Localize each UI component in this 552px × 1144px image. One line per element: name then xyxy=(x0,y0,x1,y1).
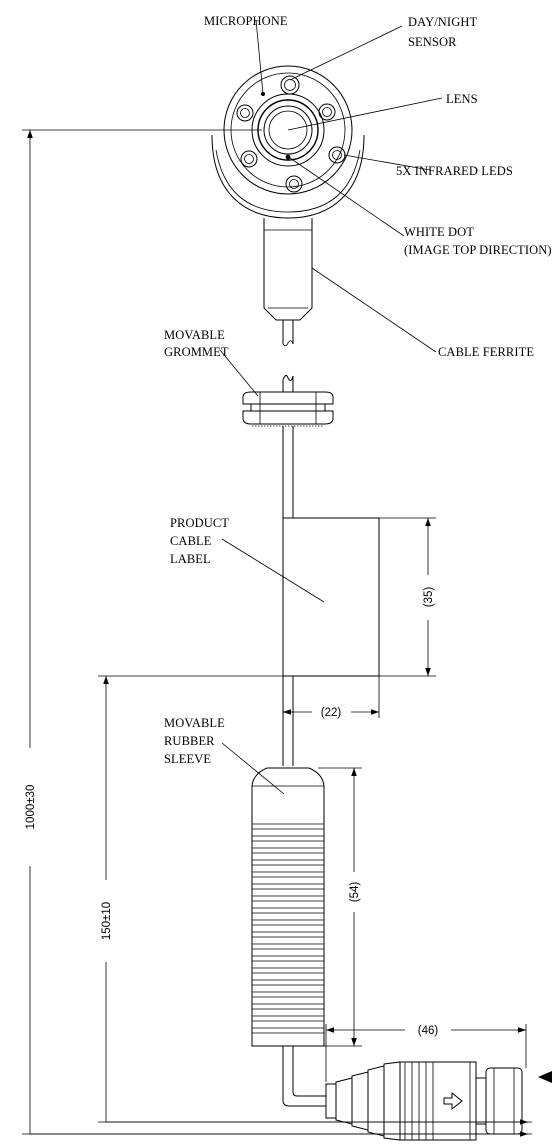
camera-head xyxy=(211,65,365,347)
white-dot-marker xyxy=(285,154,291,160)
lens xyxy=(268,110,308,150)
product-cable-label-text: PRODUCT xyxy=(170,516,229,530)
sleeve-length-dimension: (54) xyxy=(349,882,361,903)
total-length-dimension: 1000±30 xyxy=(25,785,37,830)
movable-rubber-sleeve-label-line2: RUBBER xyxy=(164,734,215,748)
product-cable-label-text-line2: CABLE xyxy=(170,534,212,548)
cable xyxy=(282,426,294,766)
leader-lines xyxy=(219,19,443,795)
rubber-sleeve xyxy=(251,767,325,1047)
infrared-led-group xyxy=(236,103,346,193)
lens-label: LENS xyxy=(446,92,478,106)
cable-ferrite xyxy=(263,218,313,321)
callout-labels: MICROPHONE DAY/NIGHT SENSOR LENS 5X INFR… xyxy=(164,14,552,766)
label-width-dimension: (22) xyxy=(321,707,342,719)
cable-ferrite-label: CABLE FERRITE xyxy=(438,345,534,359)
dimension-values: 1000±30 150±10 (35) (22) (54) (46) xyxy=(25,587,438,1037)
grommet xyxy=(242,374,334,427)
product-cable-label xyxy=(282,517,380,677)
movable-rubber-sleeve-label: MOVABLE xyxy=(164,716,225,730)
dimension-lines xyxy=(22,129,552,1137)
movable-grommet-label-line2: GROMMET xyxy=(164,345,229,359)
label-height-dimension: (35) xyxy=(423,587,435,608)
day-night-sensor-label-line2: SENSOR xyxy=(408,35,457,49)
connector-length-dimension: (46) xyxy=(418,1025,439,1037)
movable-rubber-sleeve-label-line3: SLEEVE xyxy=(164,752,211,766)
white-dot-label-line2: (IMAGE TOP DIRECTION) xyxy=(404,243,552,257)
connector-to-label-dimension: 150±10 xyxy=(101,902,113,940)
white-dot-label: WHITE DOT xyxy=(404,225,474,239)
connector xyxy=(325,1061,523,1141)
insertion-arrow-icon xyxy=(443,1091,463,1111)
day-night-sensor-label: DAY/NIGHT xyxy=(408,15,477,29)
movable-grommet-label: MOVABLE xyxy=(164,328,225,342)
infrared-leds-label: 5X INFRARED LEDS xyxy=(396,164,513,178)
product-cable-label-text-line3: LABEL xyxy=(170,552,211,566)
microphone-label: MICROPHONE xyxy=(204,14,288,28)
day-night-sensor xyxy=(280,75,300,95)
